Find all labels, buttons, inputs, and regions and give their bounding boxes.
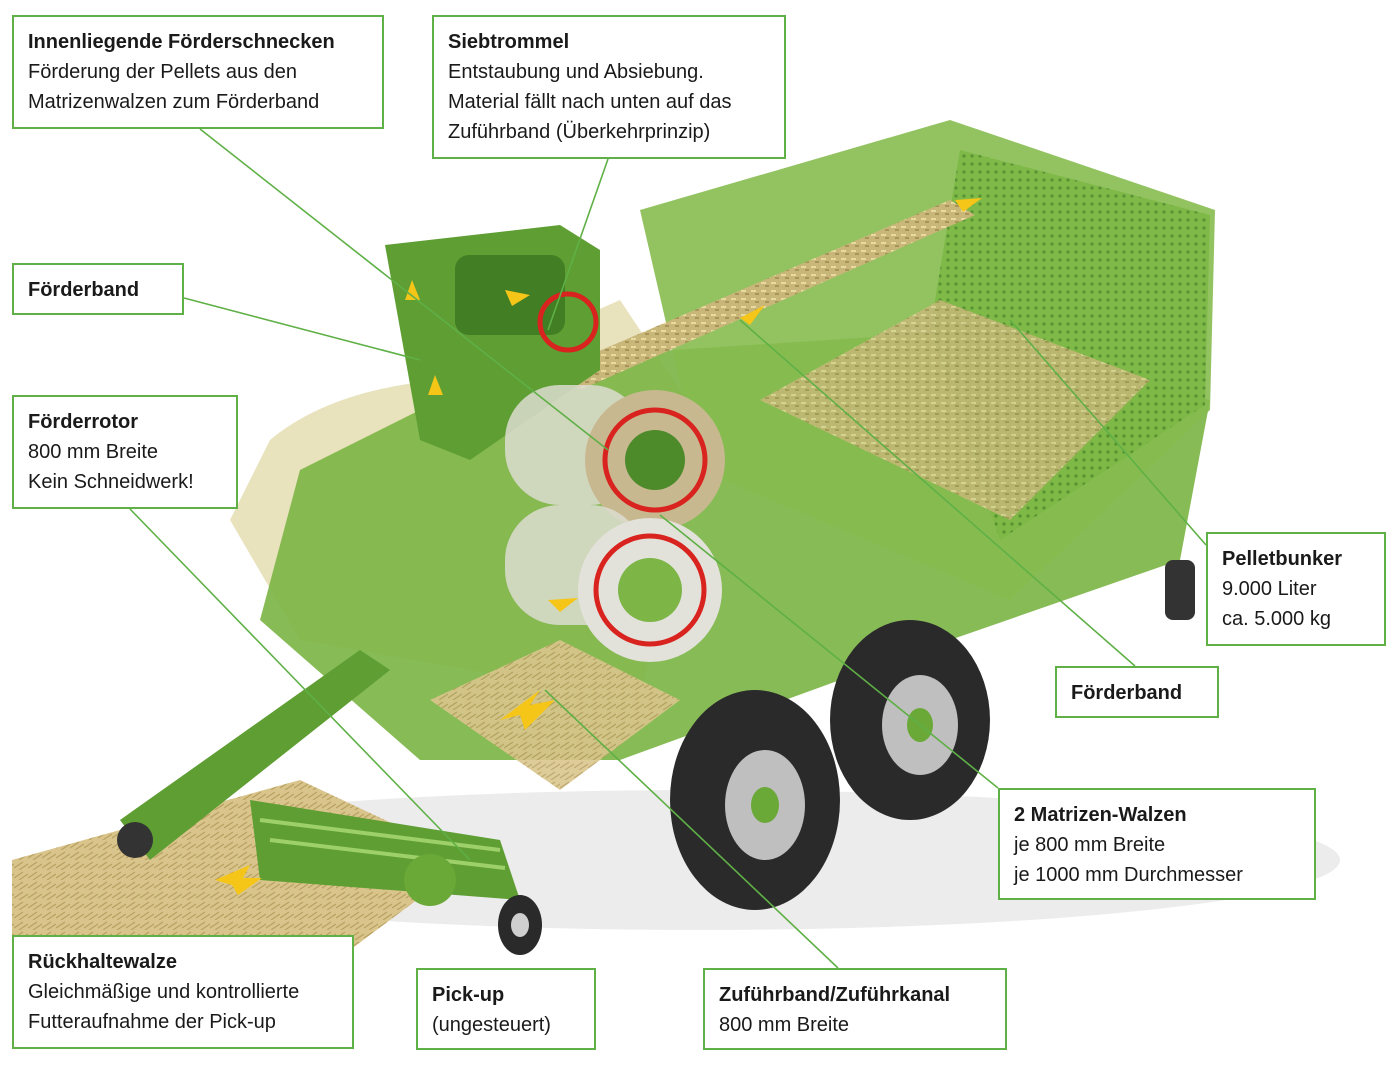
label-title: Pick-up [432,984,505,1006]
feed-channel [430,640,680,790]
label-line: je 800 mm Breite [1014,834,1166,856]
rear-support [1165,560,1195,620]
label-line: je 1000 mm Durchmesser [1014,864,1243,886]
label-title: Förderband [1071,682,1183,704]
label-title: Zuführband/Zuführkanal [719,984,951,1006]
label-title: Siebtrommel [448,31,570,53]
label-line: Zuführband (Überkehrprinzip) [448,121,711,143]
label-matrizen-walzen: 2 Matrizen-Walzen je 800 mm Breite je 10… [998,788,1316,900]
matrix-roller-lower [505,505,722,662]
label-zufuehrband: Zuführband/Zuführkanal 800 mm Breite [703,968,1007,1050]
label-line: (ungesteuert) [432,1014,551,1036]
label-line: Förderung der Pellets aus den [28,61,298,83]
flow-arrows [215,198,982,895]
label-pelletbunker: Pelletbunker 9.000 Liter ca. 5.000 kg [1206,532,1386,646]
label-line: Entstaubung und Absiebung. [448,61,704,83]
label-title: Rückhaltewalze [28,951,177,973]
label-rueckhaltewalze: Rückhaltewalze Gleichmäßige und kontroll… [12,935,354,1049]
matrix-roller-upper [505,385,725,530]
label-line: Matrizenwalzen zum Förderband [28,91,320,113]
drawbar [120,650,390,860]
leader-lines [129,128,1207,969]
label-foerderband-right: Förderband [1055,666,1219,718]
wheel-rear [830,620,990,820]
label-line: 800 mm Breite [719,1014,850,1036]
pick-up-unit [250,800,542,955]
label-line: Material fällt nach unten auf das [448,91,732,113]
label-line: Futteraufnahme der Pick-up [28,1011,276,1033]
label-foerderband-left: Förderband [12,263,184,315]
label-title: 2 Matrizen-Walzen [1014,804,1187,826]
label-innenliegende-foerderschnecken: Innenliegende Förderschnecken Förderung … [12,15,384,129]
wheel-front [670,690,840,910]
label-line: 800 mm Breite [28,441,159,463]
upper-conveyor [555,200,975,390]
label-siebtrommel: Siebtrommel Entstaubung und Absiebung. M… [432,15,786,159]
label-title: Innenliegende Förderschnecken [28,31,335,53]
label-title: Pelletbunker [1222,548,1343,570]
label-line: ca. 5.000 kg [1222,608,1331,630]
label-pick-up: Pick-up (ungesteuert) [416,968,596,1050]
label-line: Kein Schneidwerk! [28,471,194,493]
label-title: Förderband [28,279,140,301]
label-foerderrotor: Förderrotor 800 mm Breite Kein Schneidwe… [12,395,238,509]
drawbar-coupling [117,822,153,858]
label-line: 9.000 Liter [1222,578,1317,600]
label-title: Förderrotor [28,411,138,433]
bunker-pellets [760,300,1150,520]
label-line: Gleichmäßige und kontrollierte [28,981,300,1003]
